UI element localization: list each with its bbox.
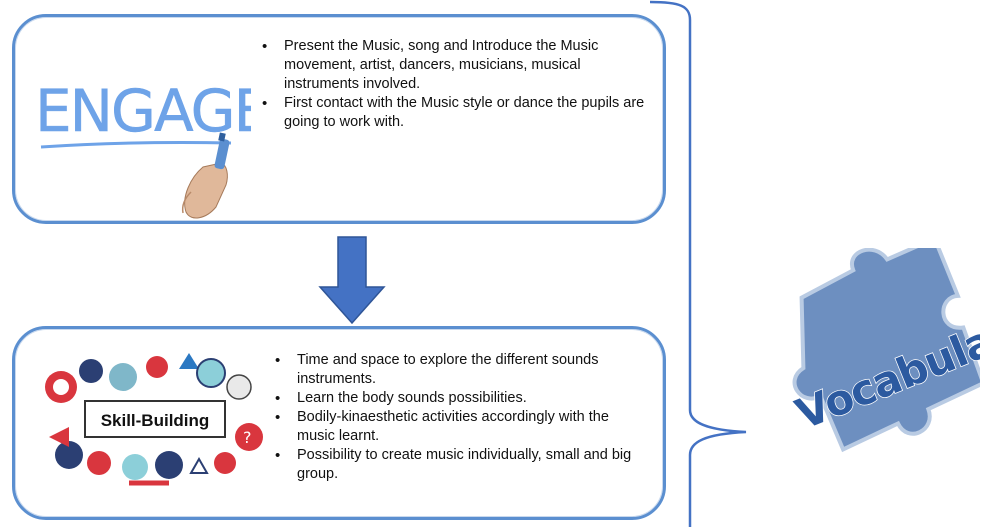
doodle-decoration: ? xyxy=(45,353,263,486)
puzzle-icon xyxy=(792,248,980,453)
engage-hand-illustration: ENGAGE xyxy=(35,77,251,219)
skill-building-box: ? Skill-Building Time and space to explo… xyxy=(12,326,666,520)
down-arrow-icon xyxy=(318,236,386,325)
skill-bullet-3: Bodily-kinaesthetic activities according… xyxy=(273,408,648,446)
skill-building-banner xyxy=(84,400,226,438)
underline-stroke xyxy=(40,141,232,149)
skill-building-logo-text: Skill-Building xyxy=(101,411,210,430)
skill-building-illustration: ? Skill-Building xyxy=(45,353,263,486)
skill-bullet-4: Possibility to create music individually… xyxy=(273,446,648,484)
skill-bullet-2: Learn the body sounds possibilities. xyxy=(273,389,648,408)
svg-text:?: ? xyxy=(243,428,252,447)
vocabulary-puzzle-piece: Vocabulary xyxy=(788,248,980,453)
engage-bullet-2: First contact with the Music style or da… xyxy=(260,94,655,132)
hand-icon xyxy=(181,132,230,219)
engage-logo-text: ENGAGE xyxy=(35,77,251,145)
skill-building-bullet-list: Time and space to explore the different … xyxy=(273,351,648,484)
engage-bullet-1: Present the Music, song and Introduce th… xyxy=(260,37,655,94)
engage-bullet-list: Present the Music, song and Introduce th… xyxy=(260,37,655,132)
engage-box: ENGAGE Present the Music, song and Intro… xyxy=(12,14,666,224)
curly-brace xyxy=(650,0,747,527)
skill-bullet-1: Time and space to explore the different … xyxy=(273,351,648,389)
